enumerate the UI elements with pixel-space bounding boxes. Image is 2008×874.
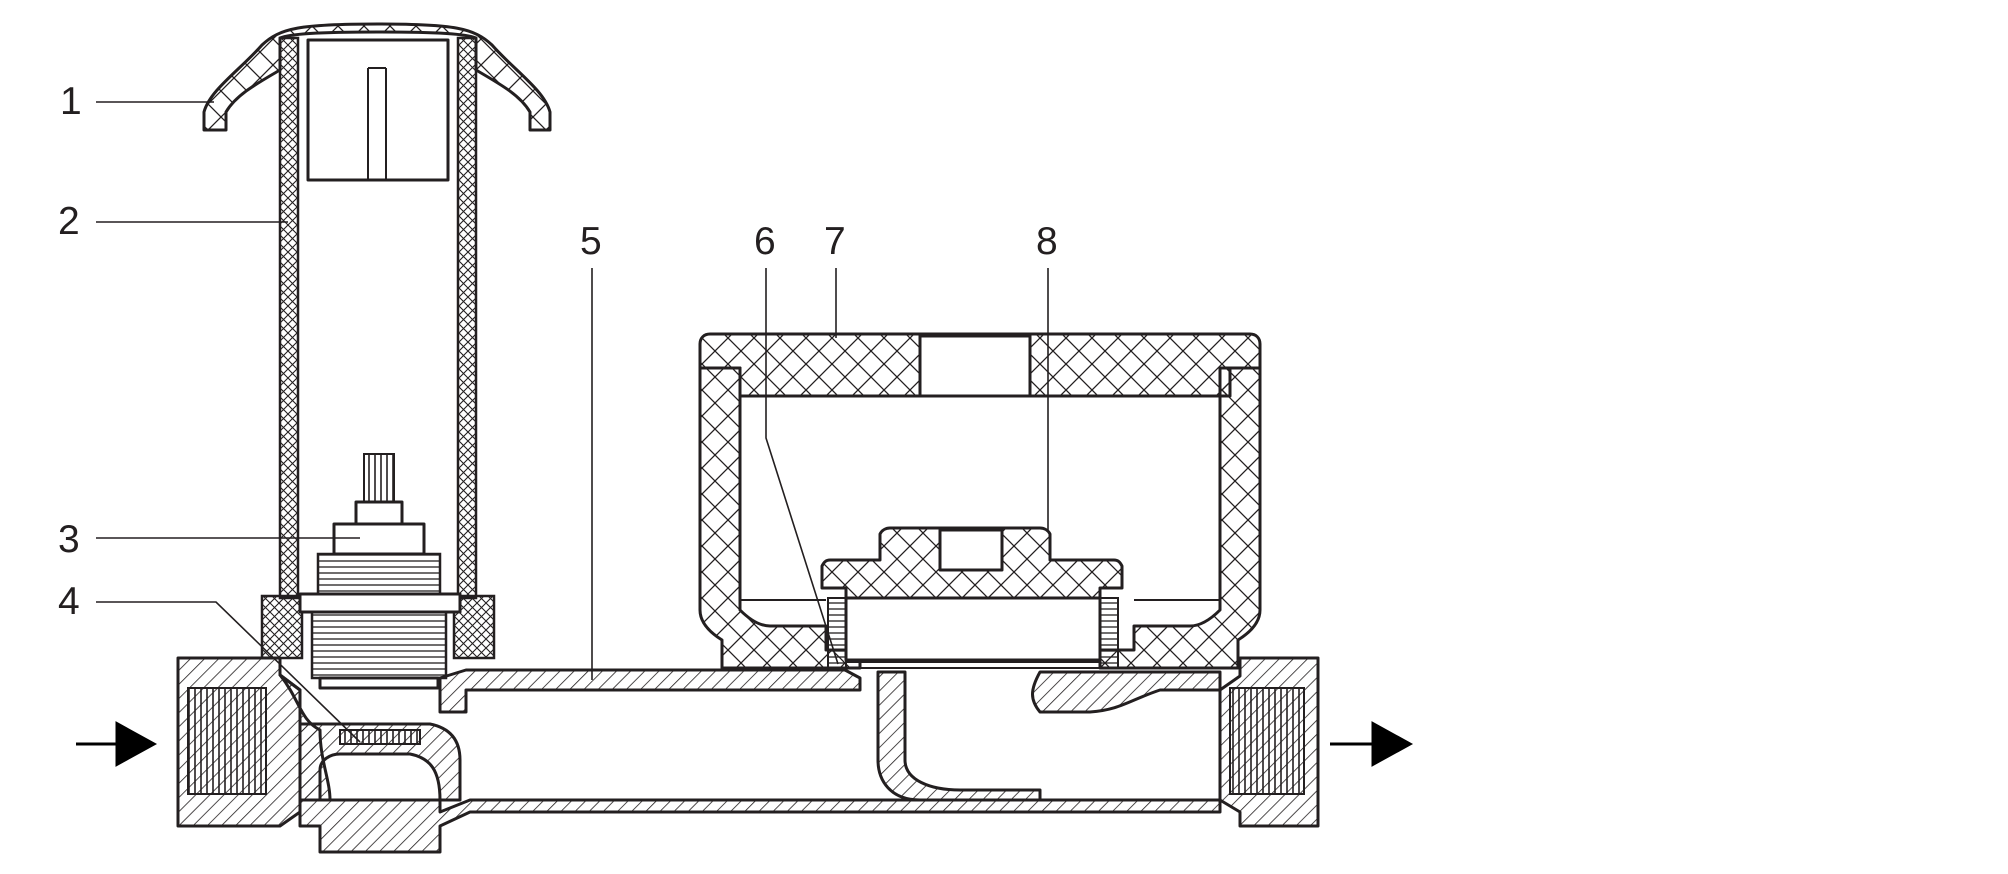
outlet-flow-arrow [1330, 721, 1414, 767]
callout-label-8: 8 [1036, 220, 1058, 263]
callout-label-5: 5 [580, 220, 602, 263]
housing-wall-right [1098, 366, 1262, 670]
riser-wall-right [456, 36, 478, 600]
callout-label-2: 2 [58, 200, 80, 243]
callout-label-4: 4 [58, 580, 80, 623]
valve-disc-seal [339, 729, 421, 745]
inlet-flow-arrow [76, 721, 158, 767]
riser-nut-right [452, 594, 496, 660]
riser-tube [260, 36, 496, 660]
cap-slot [367, 67, 387, 180]
spindle-flange [298, 592, 462, 614]
thread-seal-left [827, 597, 847, 669]
callout-label-1: 1 [60, 80, 82, 123]
callout-6: 6 [754, 220, 839, 665]
meter-insert [820, 526, 1124, 669]
spindle-collar [354, 500, 404, 526]
callout-label-7: 7 [824, 220, 846, 263]
cap-insert [306, 38, 450, 182]
cap [202, 22, 552, 182]
housing-window [918, 334, 1032, 398]
callout-1: 1 [60, 80, 214, 123]
outlet-thread [1229, 687, 1305, 795]
callout-8: 8 [1036, 220, 1058, 530]
riser-wall-left [278, 36, 300, 600]
spindle-nut [332, 522, 426, 556]
pipe-lower-wall [298, 798, 1222, 854]
meter-housing [698, 332, 1262, 670]
callout-label-3: 3 [58, 518, 80, 561]
callout-2: 2 [58, 200, 288, 243]
riser-nut-left [260, 594, 304, 660]
callout-7: 7 [824, 220, 846, 338]
callout-3: 3 [58, 518, 360, 561]
cap-shell [202, 22, 552, 132]
outlet-neck [1031, 670, 1222, 714]
insert-socket [938, 528, 1004, 572]
callout-4: 4 [58, 580, 361, 743]
spindle-body-thread [310, 610, 448, 680]
callout-5: 5 [580, 220, 602, 680]
spindle-upper-thread [316, 552, 442, 596]
spindle-assembly [298, 453, 462, 802]
spindle-base [318, 676, 440, 690]
pipe-upper-wall [438, 668, 862, 714]
callouts: 1 2 3 4 5 6 7 8 [58, 80, 1058, 743]
spindle-top [363, 453, 395, 505]
insert-chamber [844, 596, 1102, 662]
body-partition [876, 670, 1042, 802]
inlet-thread [187, 687, 267, 795]
callout-label-6: 6 [754, 220, 776, 263]
thread-seal-right [1099, 597, 1119, 669]
